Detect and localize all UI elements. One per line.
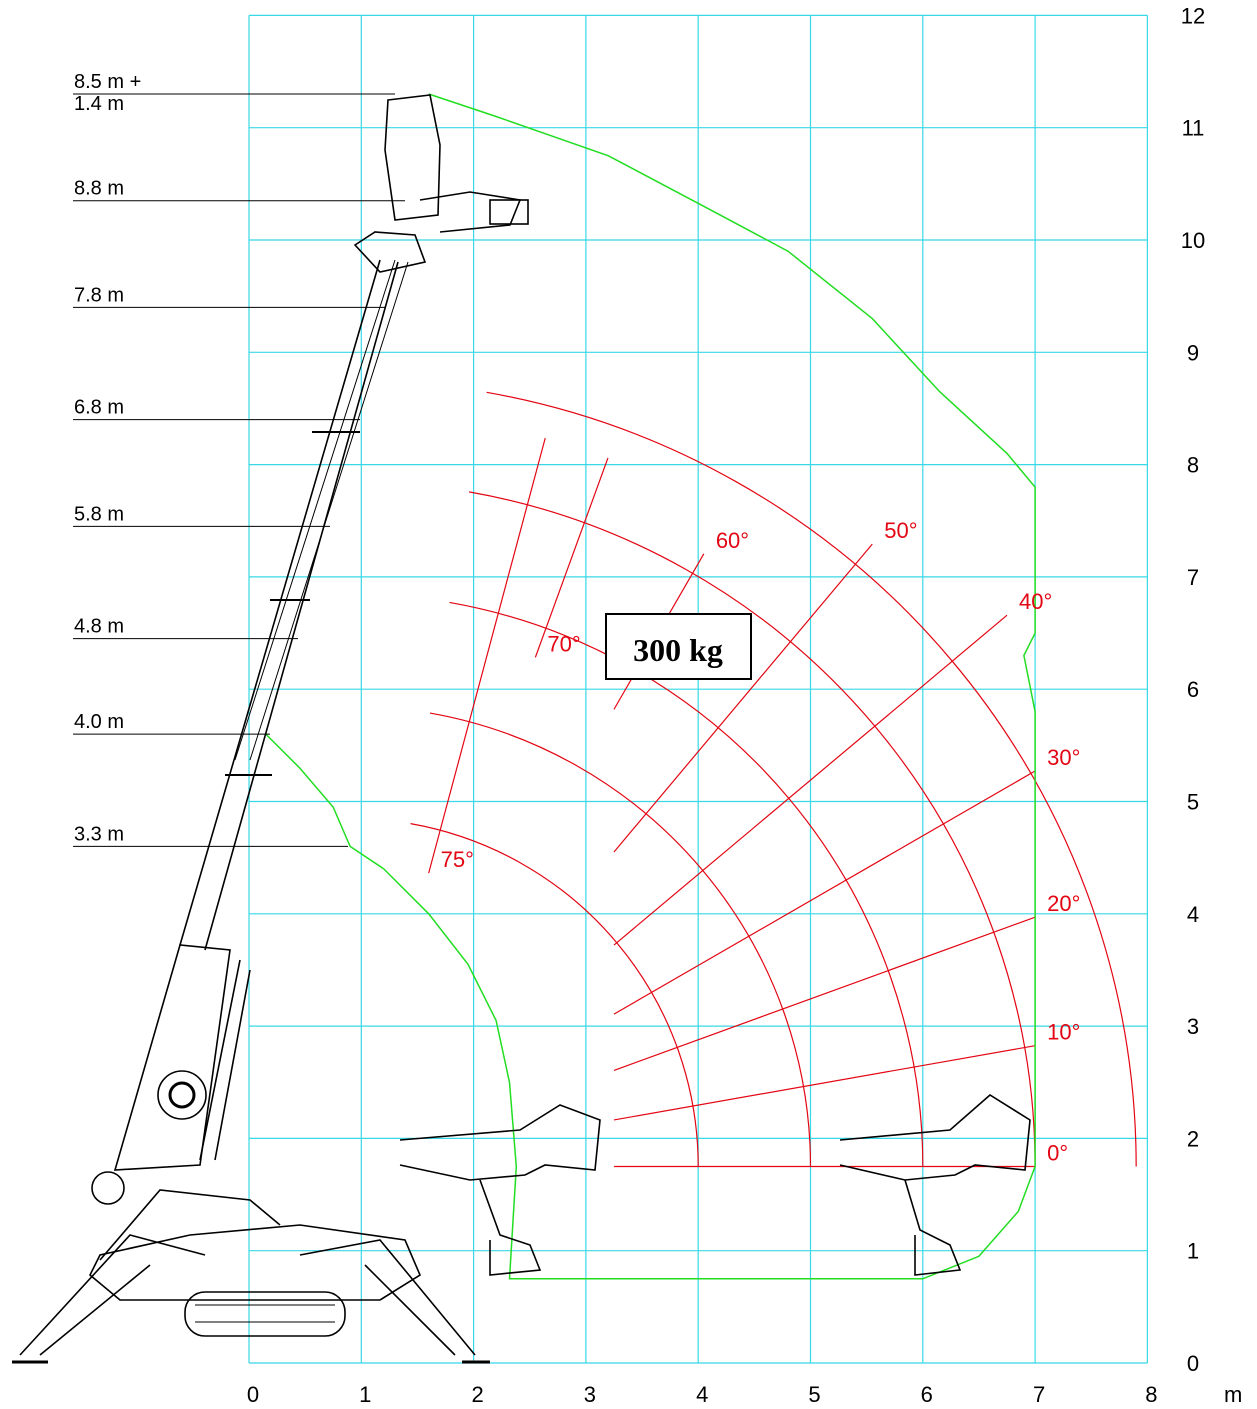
- x-tick-label: 7: [1033, 1382, 1045, 1407]
- x-tick-label: 2: [471, 1382, 483, 1407]
- load-badge: 300 kg: [605, 613, 752, 680]
- x-tick-label: 0: [247, 1382, 259, 1407]
- angle-label: 40°: [1019, 589, 1052, 614]
- angle-line: [613, 770, 1036, 1015]
- angle-label: 60°: [716, 528, 749, 553]
- y-tick-label: 12: [1181, 3, 1205, 28]
- x-tick-label: 8: [1145, 1382, 1157, 1407]
- boom-length-label: 4.0 m: [74, 711, 124, 733]
- y-tick-label: 4: [1187, 902, 1199, 927]
- angle-line: [428, 437, 546, 874]
- boom-length-label: 4.8 m: [74, 616, 124, 638]
- x-axis-ticks: 0 1 2 3 4 5 6 7 8: [247, 1382, 1158, 1407]
- angle-label: 20°: [1047, 891, 1080, 916]
- angle-line: [613, 916, 1036, 1071]
- y-tick-label: 5: [1187, 790, 1199, 815]
- boom-length-label: 8.8 m: [74, 178, 124, 200]
- boom-length-label: 5.8 m: [74, 503, 124, 525]
- x-tick-label: 1: [359, 1382, 371, 1407]
- load-arc: [410, 823, 699, 1167]
- angle-label: 30°: [1047, 745, 1080, 770]
- crane-illustration: [12, 94, 1031, 1364]
- grid: [248, 14, 1149, 1364]
- y-tick-label: 1: [1187, 1239, 1199, 1264]
- angle-label: 50°: [884, 518, 917, 543]
- y-tick-label: 8: [1187, 453, 1199, 478]
- boom-length-label: 6.8 m: [74, 397, 124, 419]
- angle-line: [613, 1045, 1036, 1121]
- angle-lines: [428, 437, 1036, 1168]
- y-tick-label: 2: [1187, 1126, 1199, 1151]
- x-tick-label: 3: [584, 1382, 596, 1407]
- boom-length-label: 3.3 m: [74, 823, 124, 845]
- y-tick-label: 10: [1181, 228, 1205, 253]
- y-tick-label: 6: [1187, 677, 1199, 702]
- boom-length-labels: 8.5 m +1.4 m 8.8 m 7.8 m 6.8 m 5.8 m 4.8 m 4.0…: [73, 71, 405, 847]
- y-tick-label: 3: [1187, 1014, 1199, 1039]
- angle-label: 70°: [547, 631, 580, 656]
- boom-length-label-2: 1.4 m: [74, 93, 124, 115]
- angle-label: 0°: [1047, 1140, 1068, 1165]
- y-tick-label: 11: [1182, 116, 1205, 141]
- y-tick-label: 9: [1187, 340, 1199, 365]
- x-axis-unit: m: [1224, 1382, 1242, 1407]
- load-value: 300 kg: [633, 632, 723, 668]
- y-tick-label: 0: [1187, 1351, 1199, 1376]
- working-envelope: [265, 93, 1036, 1280]
- angle-label: 75°: [441, 847, 474, 872]
- angle-labels: 0° 10° 20° 30° 40° 50° 60° 70° 75°: [441, 518, 1081, 1165]
- angle-label: 10°: [1047, 1020, 1080, 1045]
- boom-length-label: 8.5 m +: [74, 71, 141, 93]
- x-tick-label: 4: [696, 1382, 708, 1407]
- angle-line: [613, 543, 873, 853]
- x-tick-label: 5: [808, 1382, 820, 1407]
- y-tick-label: 7: [1187, 565, 1199, 590]
- boom-length-label: 7.8 m: [74, 284, 124, 306]
- load-arcs: [410, 391, 1137, 1167]
- angle-line: [534, 457, 609, 658]
- angle-line: [613, 614, 1008, 946]
- x-tick-label: 6: [921, 1382, 933, 1407]
